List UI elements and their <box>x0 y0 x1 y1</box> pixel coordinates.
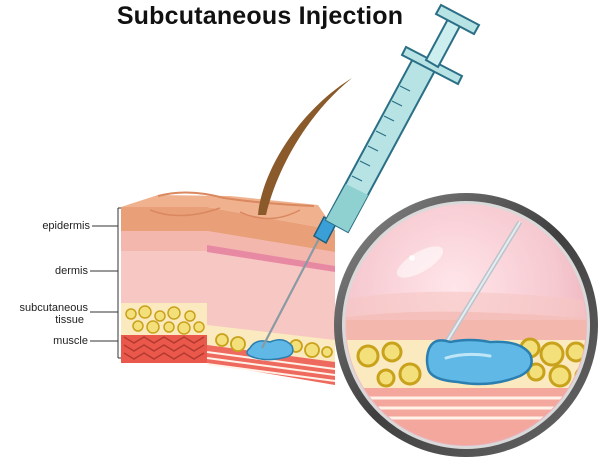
page-title: Subcutaneous Injection <box>116 2 404 30</box>
label-epidermis: epidermis <box>42 220 90 232</box>
syringe-icon <box>261 3 481 349</box>
label-muscle: muscle <box>53 335 88 347</box>
label-subcutaneous-line2: tissue <box>55 314 84 326</box>
layer-labels <box>90 207 124 359</box>
hair <box>258 78 352 215</box>
skin-block <box>121 191 336 385</box>
label-dermis: dermis <box>54 265 88 277</box>
label-subcutaneous-line1: subcutaneous <box>19 302 89 314</box>
fluid-bubble <box>246 339 294 361</box>
magnifier-lens <box>334 193 598 457</box>
